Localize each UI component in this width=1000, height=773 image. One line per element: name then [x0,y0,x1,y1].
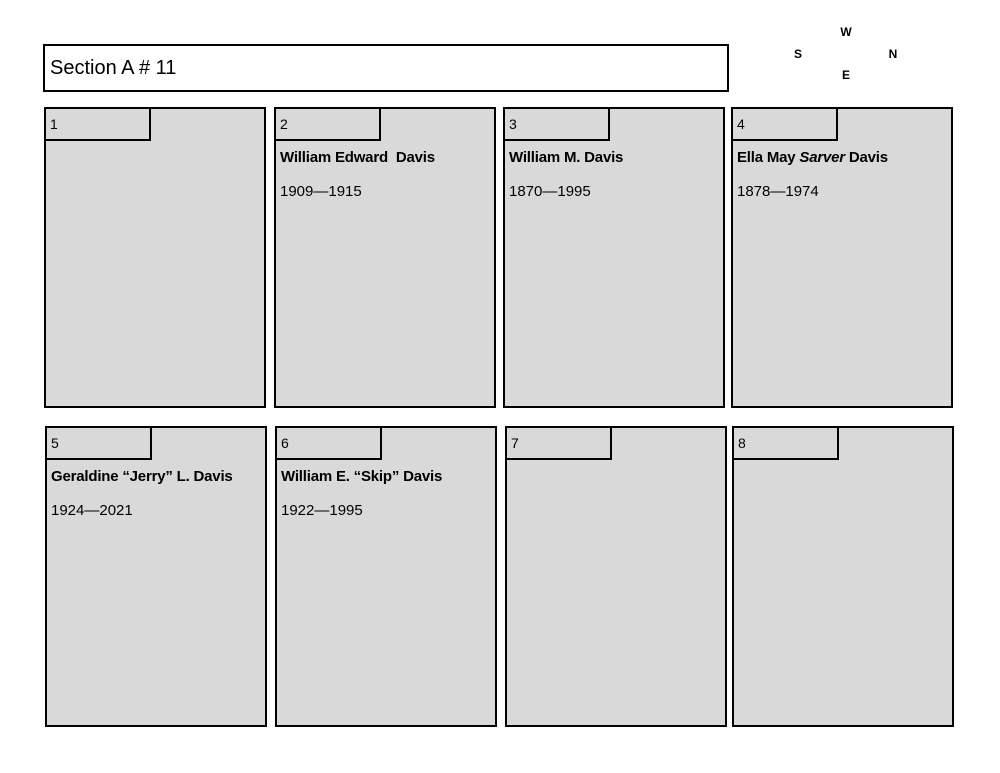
section-title-box: Section A # 11 [43,44,729,92]
section-title: Section A # 11 [50,57,177,79]
compass-west: W [840,25,852,39]
plot-number-tag: 3 [505,109,610,141]
plot-name: Geraldine “Jerry” L. Davis [51,468,233,485]
plot-number: 7 [511,435,519,451]
plot-number: 6 [281,435,289,451]
compass-north: N [888,47,898,61]
plot-number-tag: 4 [733,109,838,141]
plot-number: 8 [738,435,746,451]
plot-name: William Edward Davis [280,149,435,166]
plot-number-tag: 1 [46,109,151,141]
plot-7: 7 [505,426,727,727]
plot-number-tag: 8 [734,428,839,460]
plot-1: 1 [44,107,266,408]
plot-2: 2 William Edward Davis 1909—1915 [274,107,496,408]
plot-number-tag: 2 [276,109,381,141]
plot-name: Ella May Sarver Davis [737,149,888,167]
plot-4: 4 Ella May Sarver Davis 1878—1974 [731,107,953,408]
plot-number: 2 [280,116,288,132]
plot-name: William E. “Skip” Davis [281,468,443,485]
plot-dates: 1909—1915 [280,183,362,200]
plot-number: 4 [737,116,745,132]
plot-dates: 1870—1995 [509,183,591,200]
plot-number: 5 [51,435,59,451]
plot-3: 3 William M. Davis 1870—1995 [503,107,725,408]
plot-dates: 1922—1995 [281,502,363,519]
plot-5: 5 Geraldine “Jerry” L. Davis 1924—2021 [45,426,267,727]
plot-name-first: Ella May [737,149,800,166]
plot-dates: 1924—2021 [51,502,133,519]
plot-name-last: Davis [844,149,888,166]
plot-number-tag: 5 [47,428,152,460]
plot-name: William M. Davis [509,149,624,166]
plot-dates: 1878—1974 [737,183,819,200]
plot-8: 8 [732,426,954,727]
plot-name-maiden: Sarver [799,149,845,166]
compass-south: S [793,47,802,61]
plot-6: 6 William E. “Skip” Davis 1922—1995 [275,426,497,727]
plot-number-tag: 7 [507,428,612,460]
plot-number-tag: 6 [277,428,382,460]
plot-number: 3 [509,116,517,132]
compass-east: E [841,68,850,82]
plot-number: 1 [50,116,58,132]
